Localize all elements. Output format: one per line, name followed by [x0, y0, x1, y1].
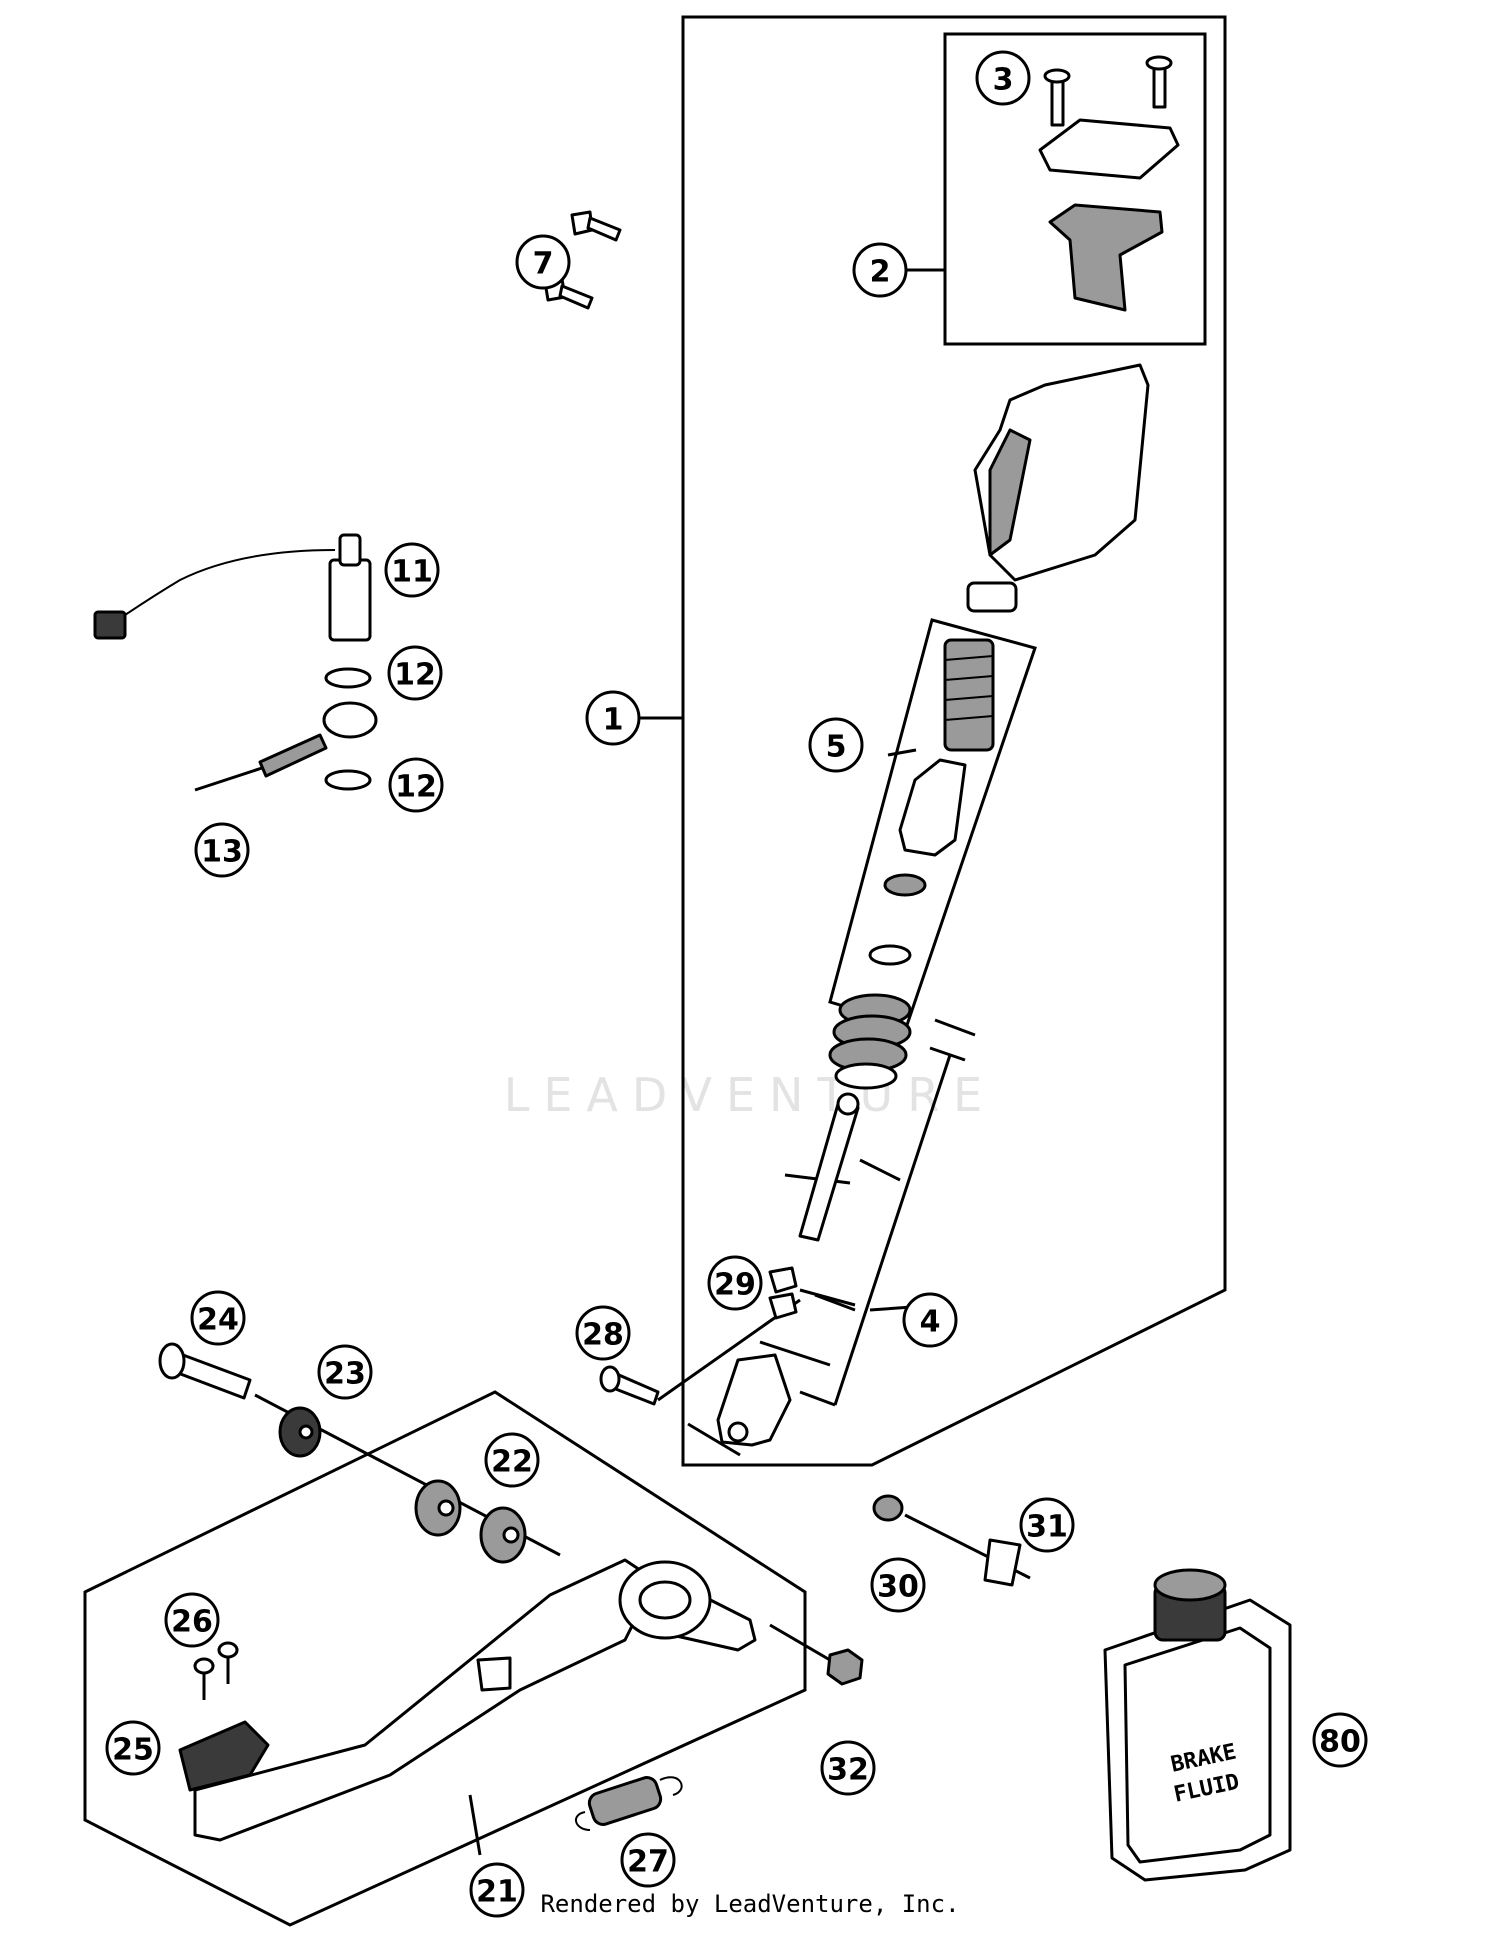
pedal-stop-tab	[476, 1656, 512, 1692]
callout-label: 31	[1026, 1510, 1068, 1545]
piston-seal-secondary	[868, 944, 912, 966]
callout-label: 28	[582, 1318, 624, 1353]
master-cylinder-assembly-frame	[681, 15, 1227, 1467]
callout-22: 22	[484, 1432, 540, 1488]
master-cylinder-ribs	[988, 428, 1032, 557]
callout-29: 29	[707, 1255, 763, 1311]
pedal-tip-screws-26	[193, 1641, 239, 1700]
callout-label: 80	[1319, 1725, 1361, 1760]
bushing-22b-hole	[502, 1526, 520, 1544]
banjo-fitting	[322, 701, 378, 739]
clevis-pin-hole	[727, 1421, 749, 1443]
callout-label: 22	[491, 1445, 533, 1480]
callout-80: 80	[1312, 1712, 1368, 1768]
callout-label: 2	[870, 255, 891, 290]
push-rod-end	[836, 1092, 860, 1116]
callout-label: 11	[391, 555, 433, 590]
callout-label: 3	[993, 63, 1014, 98]
callout-2: 2	[852, 242, 908, 298]
callout-label: 13	[201, 835, 243, 870]
piston	[898, 758, 967, 857]
switch-wire	[124, 549, 336, 616]
callout-32: 32	[820, 1740, 876, 1796]
nut-32	[826, 1648, 864, 1686]
reservoir-diaphragm	[1048, 203, 1164, 312]
brake-fluid-can: BRAKE FLUID	[1103, 1568, 1292, 1882]
callout-label: 27	[627, 1845, 669, 1880]
callout-12-lower: 12	[388, 757, 444, 813]
dust-boot	[828, 993, 912, 1090]
pedal-pivot-hole	[638, 1580, 692, 1620]
reservoir-kit-frame	[943, 32, 1207, 346]
callout-4: 4	[902, 1292, 958, 1348]
pedal-return-spring-27	[575, 1776, 683, 1831]
callout-31: 31	[1019, 1497, 1075, 1553]
callout-25: 25	[105, 1720, 161, 1776]
callout-label: 12	[395, 770, 437, 805]
washer-30	[872, 1494, 904, 1522]
pedal-tip-25	[178, 1720, 270, 1792]
brake-light-switch	[328, 558, 372, 642]
callout-label: 29	[714, 1268, 756, 1303]
callout-28: 28	[575, 1305, 631, 1361]
callout-21: 21	[469, 1862, 525, 1918]
sealing-ring-lower	[324, 769, 372, 791]
callout-3: 3	[975, 50, 1031, 106]
callout-5: 5	[808, 717, 864, 773]
brake-pedal-assembly-frame	[83, 1390, 807, 1927]
locknuts	[768, 1266, 798, 1320]
bushing-22a-hole	[437, 1499, 455, 1517]
washer-23-hole	[298, 1424, 314, 1440]
callout-1: 1	[585, 690, 641, 746]
clevis-bolt-head	[599, 1365, 621, 1393]
callout-label: 4	[920, 1305, 941, 1340]
callout-7: 7	[515, 234, 571, 290]
callout-label: 21	[476, 1875, 518, 1910]
callout-label: 5	[826, 730, 847, 765]
callout-label: 7	[533, 247, 554, 282]
split-pin-31	[983, 1538, 1022, 1587]
master-cylinder-body	[973, 363, 1150, 582]
switch-connector	[93, 610, 127, 640]
callout-26: 26	[164, 1592, 220, 1648]
callout-label: 30	[877, 1570, 919, 1605]
reservoir-cover	[1038, 118, 1180, 180]
pivot-bolt-head	[158, 1342, 186, 1380]
brake-line-ferrule	[258, 733, 328, 778]
callout-label: 1	[603, 703, 624, 738]
callout-27: 27	[620, 1832, 676, 1888]
callout-label: 26	[171, 1605, 213, 1640]
piston-seal-primary	[883, 873, 927, 897]
bolt-upper-7	[570, 210, 622, 242]
reservoir-cap-screws	[1043, 55, 1173, 127]
render-credit: Rendered by LeadVenture, Inc.	[540, 1890, 960, 1918]
push-rod	[798, 1102, 860, 1242]
callout-label: 23	[324, 1357, 366, 1392]
callout-label: 12	[394, 658, 436, 693]
watermark: LEADVENTURE	[503, 1068, 997, 1122]
brake-pedal	[193, 1558, 657, 1842]
callout-11: 11	[384, 542, 440, 598]
callout-12-upper: 12	[387, 645, 443, 701]
callout-label: 32	[827, 1753, 869, 1788]
callout-23: 23	[317, 1344, 373, 1400]
leader-lines	[254, 268, 1031, 1856]
sealing-ring-upper	[324, 667, 372, 689]
callout-label: 24	[197, 1303, 239, 1338]
return-spring	[943, 638, 995, 752]
callout-30: 30	[870, 1557, 926, 1613]
callout-13: 13	[194, 822, 250, 878]
brake-hose	[194, 766, 263, 792]
callout-label: 25	[112, 1733, 154, 1768]
master-cylinder-port	[966, 581, 1018, 613]
switch-terminal	[338, 533, 362, 567]
callout-24: 24	[190, 1290, 246, 1346]
